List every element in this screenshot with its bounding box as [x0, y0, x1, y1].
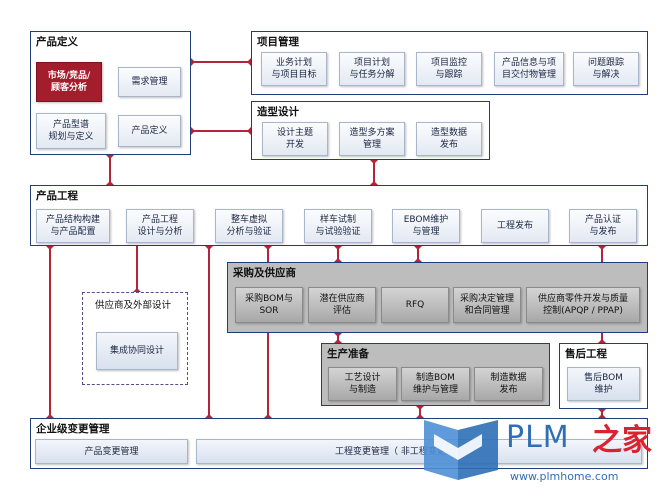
logo-brand-zh: 之家	[592, 423, 652, 458]
logo-brand: PLM	[506, 420, 570, 455]
procurement-item-rfq[interactable]: RFQ	[381, 287, 449, 323]
project-item-task-breakdown[interactable]: 项目计划 与任务分解	[339, 52, 405, 86]
after-sales-title: 售后工程	[565, 348, 607, 360]
engineering-item-prototype[interactable]: 样车试制 与试验验证	[304, 209, 372, 243]
engineering-change-box[interactable]: 工程变更管理（ 非工程变更 ...	[196, 439, 642, 464]
production-item-process[interactable]: 工艺设计 与制造	[328, 367, 397, 401]
engineering-item-virtual-analysis[interactable]: 整车虚拟 分析与验证	[215, 209, 283, 243]
project-management-title: 项目管理	[257, 36, 299, 48]
change-management-title: 企业级变更管理	[36, 423, 110, 435]
engineering-item-ebom[interactable]: EBOM维护 与管理	[392, 209, 460, 243]
engineering-item-release[interactable]: 工程发布	[481, 209, 549, 243]
procurement-item-contract[interactable]: 采购决定管理 和合同管理	[453, 287, 521, 323]
engineering-item-structure[interactable]: 产品结构构建 与产品配置	[36, 209, 110, 243]
styling-item-multi-scheme[interactable]: 造型多方案 管理	[339, 122, 405, 156]
project-item-business-plan[interactable]: 业务计划 与项目目标	[261, 52, 327, 86]
project-item-monitoring[interactable]: 项目监控 与跟踪	[416, 52, 482, 86]
integrated-collaborative-design-box[interactable]: 集成协同设计	[96, 332, 178, 370]
requirements-management-box[interactable]: 需求管理	[118, 67, 181, 97]
product-engineering-title: 产品工程	[36, 190, 78, 202]
styling-item-data-release[interactable]: 造型数据 发布	[416, 122, 482, 156]
after-sales-bom-box[interactable]: 售后BOM 维护	[567, 367, 640, 401]
procurement-item-apqp[interactable]: 供应商零件开发与质量 控制(APQP / PPAP)	[526, 287, 640, 323]
styling-design-title: 造型设计	[257, 106, 299, 118]
production-prep-title: 生产准备	[327, 348, 369, 360]
project-item-deliverables[interactable]: 产品信息与项 目交付物管理	[494, 52, 564, 86]
product-lineup-box[interactable]: 产品型谱 规划与定义	[36, 113, 106, 149]
production-item-data-release[interactable]: 制造数据 发布	[474, 367, 543, 401]
product-definition-box[interactable]: 产品定义	[118, 115, 181, 147]
market-analysis-box[interactable]: 市场/竞品/ 顾客分析	[36, 62, 102, 102]
procurement-item-bom-sor[interactable]: 采购BOM与 SOR	[235, 287, 303, 323]
styling-item-theme[interactable]: 设计主题 开发	[262, 122, 328, 156]
logo-url: www.plmhome.com	[510, 470, 619, 483]
product-change-box[interactable]: 产品变更管理	[35, 439, 188, 464]
procurement-title: 采购及供应商	[233, 267, 296, 279]
production-item-mbom[interactable]: 制造BOM 维护与管理	[401, 367, 470, 401]
procurement-item-supplier-eval[interactable]: 潜在供应商 评估	[308, 287, 376, 323]
engineering-item-certification[interactable]: 产品认证 与发布	[569, 209, 637, 243]
product-definition-title: 产品定义	[36, 36, 78, 48]
engineering-item-design-analysis[interactable]: 产品工程 设计与分析	[126, 209, 194, 243]
supplier-design-title: 供应商及外部设计	[95, 300, 172, 311]
plm-logo-icon	[424, 420, 498, 480]
project-item-issue-tracking[interactable]: 问题跟踪 与解决	[573, 52, 639, 86]
